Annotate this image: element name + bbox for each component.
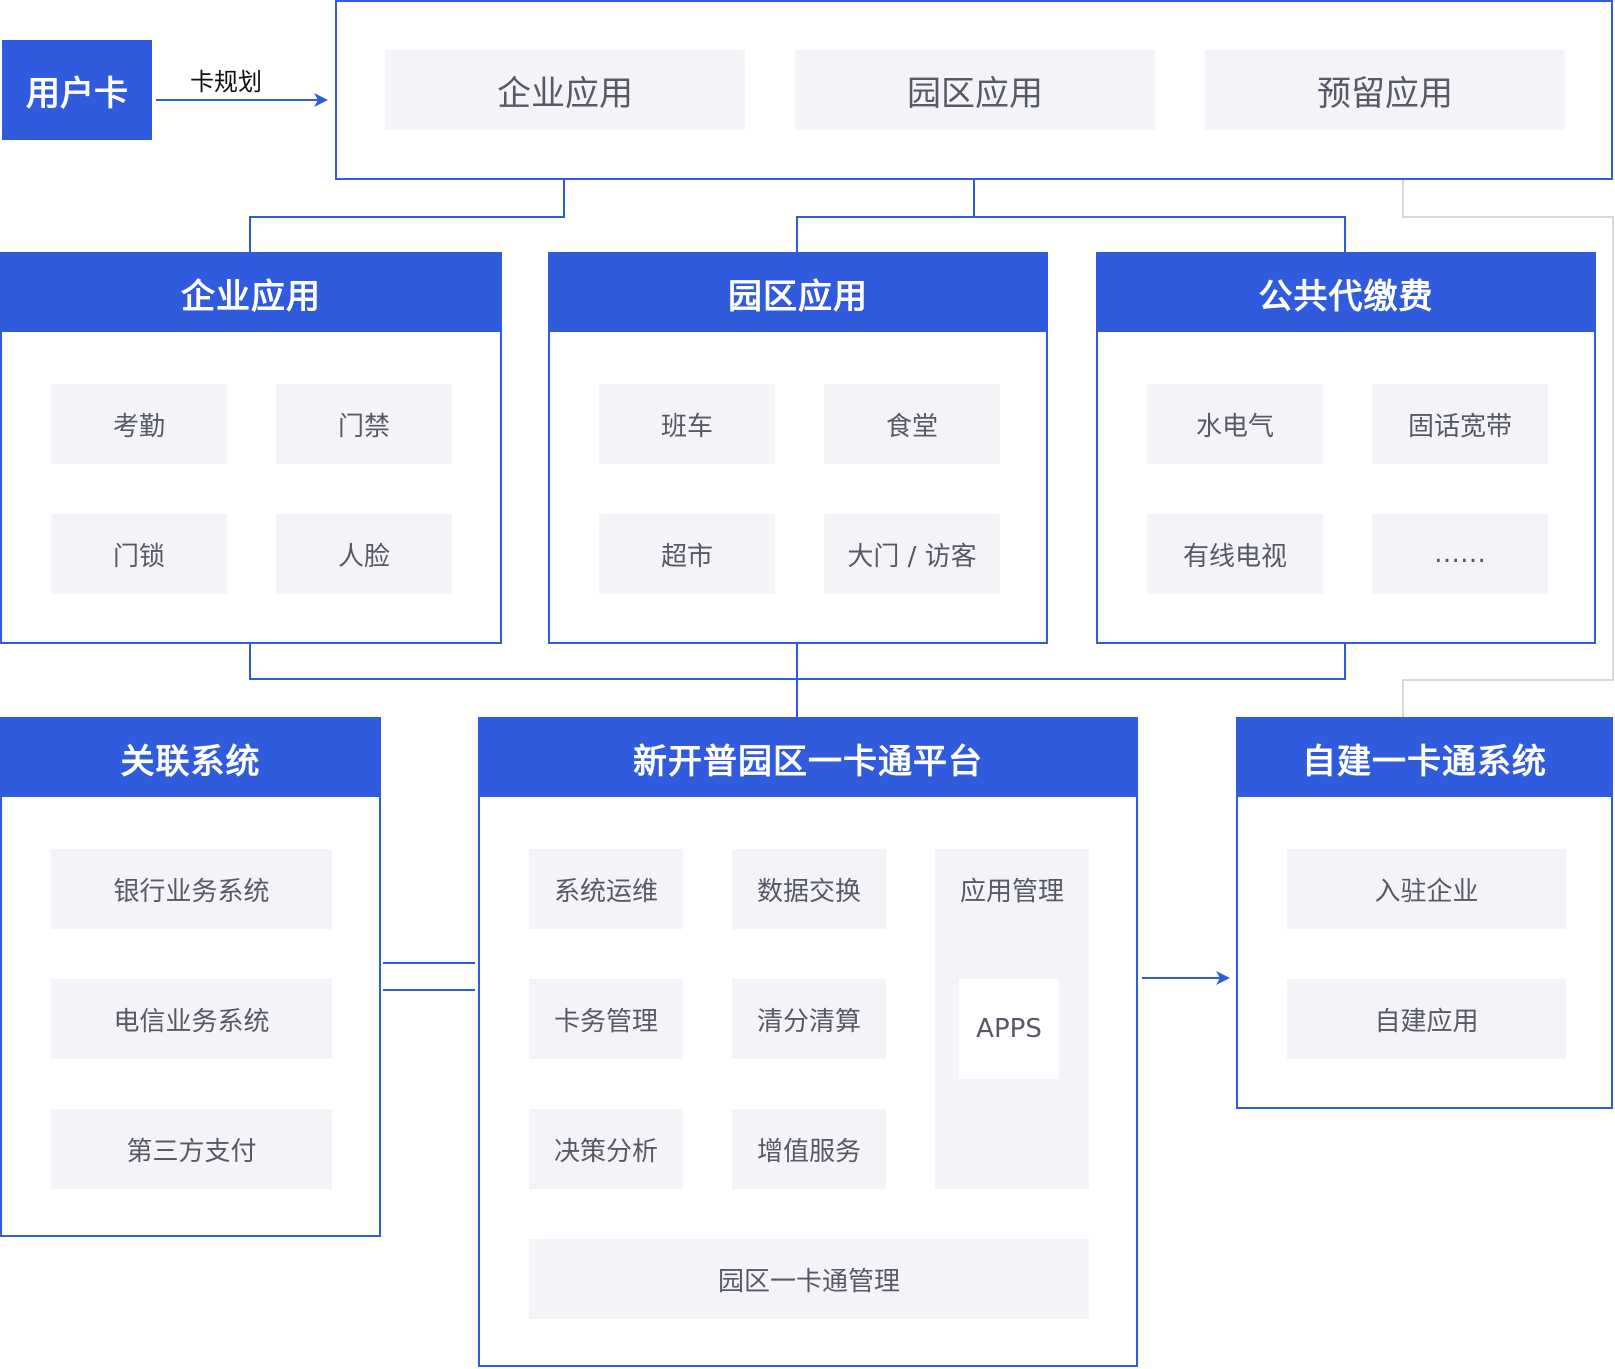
plan-label: 卡规划	[190, 68, 262, 96]
park-item: 食堂	[824, 384, 1000, 464]
platform-title: 新开普园区一卡通平台	[480, 719, 1136, 797]
connector-reserved-self	[1402, 178, 1614, 717]
platform-item: 清分清算	[732, 979, 886, 1059]
park-title: 园区应用	[550, 254, 1046, 332]
platform-panel: 新开普园区一卡通平台 系统运维 数据交换 卡务管理 清分清算 决策分析 增值服务…	[478, 717, 1138, 1367]
related-item: 第三方支付	[51, 1109, 332, 1189]
enterprise-item: 门禁	[276, 384, 452, 464]
top-app-enterprise: 企业应用	[385, 50, 745, 130]
top-apps-box: 企业应用 园区应用 预留应用	[335, 0, 1613, 180]
platform-item: 系统运维	[529, 849, 683, 929]
public-item: ……	[1372, 514, 1548, 594]
park-panel: 园区应用 班车 食堂 超市 大门 / 访客	[548, 252, 1048, 644]
platform-item: 数据交换	[732, 849, 886, 929]
connector-top-park	[796, 178, 975, 252]
platform-item: 决策分析	[529, 1109, 683, 1189]
related-item: 电信业务系统	[51, 979, 332, 1059]
self-built-item: 自建应用	[1287, 979, 1566, 1059]
top-app-reserved: 预留应用	[1205, 50, 1565, 130]
self-built-panel: 自建一卡通系统 入驻企业 自建应用	[1236, 717, 1613, 1109]
platform-item: 卡务管理	[529, 979, 683, 1059]
apps-box: APPS	[959, 979, 1059, 1079]
enterprise-item: 门锁	[51, 514, 227, 594]
connector-top-public	[974, 216, 1346, 252]
public-panel: 公共代缴费 水电气 固话宽带 有线电视 ……	[1096, 252, 1596, 644]
enterprise-panel: 企业应用 考勤 门禁 门锁 人脸	[0, 252, 502, 644]
public-item: 固话宽带	[1372, 384, 1548, 464]
related-panel: 关联系统 银行业务系统 电信业务系统 第三方支付	[0, 717, 381, 1237]
public-item: 水电气	[1147, 384, 1323, 464]
platform-item: 增值服务	[732, 1109, 886, 1189]
self-built-item: 入驻企业	[1287, 849, 1566, 929]
enterprise-title: 企业应用	[2, 254, 500, 332]
connector-top-enterprise	[249, 178, 565, 252]
user-card: 用户卡	[2, 40, 152, 140]
enterprise-item: 人脸	[276, 514, 452, 594]
app-management-label: 应用管理	[959, 877, 1064, 907]
park-item: 班车	[599, 384, 775, 464]
public-item: 有线电视	[1147, 514, 1323, 594]
park-item: 超市	[599, 514, 775, 594]
public-title: 公共代缴费	[1098, 254, 1594, 332]
park-item: 大门 / 访客	[824, 514, 1000, 594]
park-card-management: 园区一卡通管理	[529, 1239, 1089, 1319]
enterprise-item: 考勤	[51, 384, 227, 464]
related-title: 关联系统	[2, 719, 379, 797]
self-built-title: 自建一卡通系统	[1238, 719, 1611, 797]
top-app-park: 园区应用	[795, 50, 1155, 130]
related-item: 银行业务系统	[51, 849, 332, 929]
